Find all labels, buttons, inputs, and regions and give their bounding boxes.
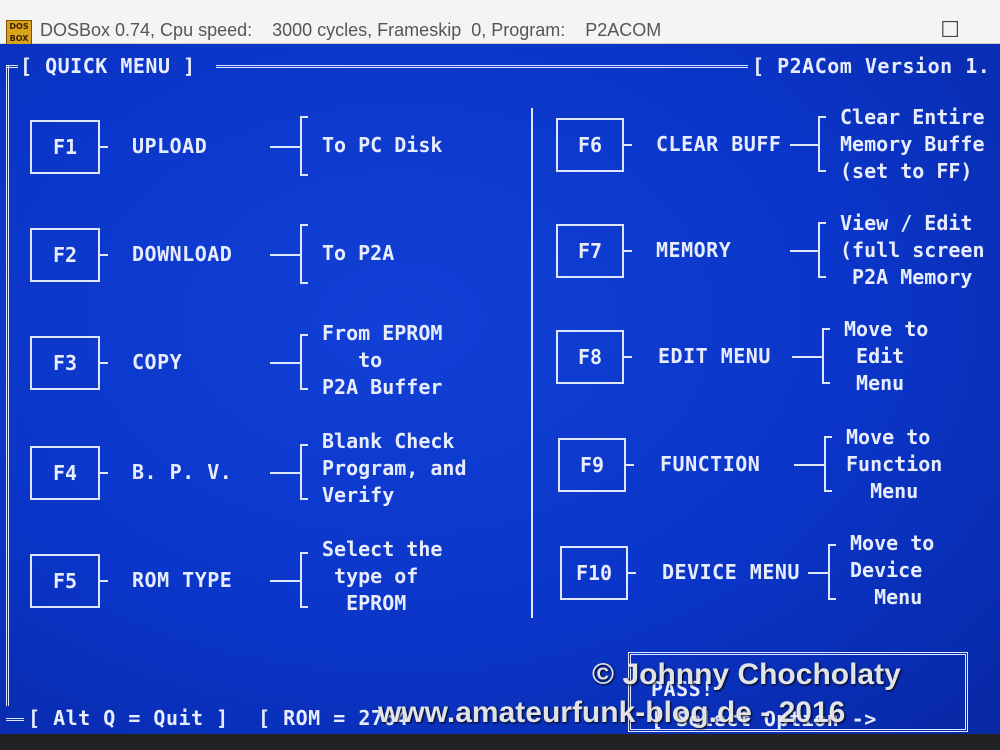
f7-connector [790,250,818,252]
version-label: [ P2ACom Version 1. [752,54,991,78]
f9-desc: Move to Function Menu [846,425,943,503]
f4-key[interactable]: F4 [30,446,100,500]
photo-bottom-strip [0,734,1000,750]
dosbox-app-icon: DOS BOX [6,20,32,46]
f4-connector [270,472,300,474]
f3-desc: From EPROM to P2A Buffer [322,321,443,399]
status-box: PASS! [ Select Option -> [628,652,968,732]
f6-connector [790,144,818,146]
header-border-left [6,65,18,68]
select-option-prompt[interactable]: [ Select Option -> [651,707,877,731]
f7-label: MEMORY [656,238,732,262]
f4-bracket [300,444,308,500]
f3-tick [100,362,108,364]
center-divider [531,108,533,618]
header-border-mid [216,65,748,68]
f7-desc: View / Edit (full screen P2A Memory [840,211,985,289]
f8-key[interactable]: F8 [556,330,624,384]
f9-tick [626,464,634,466]
dos-screen: [ QUICK MENU ] [ P2ACom Version 1. F1 UP… [0,44,1000,734]
f8-connector [792,356,822,358]
f10-key[interactable]: F10 [560,546,628,600]
f3-connector [270,362,300,364]
f4-desc: Blank Check Program, and Verify [322,429,467,507]
f3-bracket [300,334,308,390]
f4-tick [100,472,108,474]
f10-connector [808,572,828,574]
f9-key[interactable]: F9 [558,438,626,492]
f6-bracket [818,116,826,172]
f8-bracket [822,328,830,384]
url-watermark: www.amateurfunk-blog.de - 2016 [378,696,846,729]
f2-label: DOWNLOAD [132,242,233,266]
f9-connector [794,464,824,466]
f3-label: COPY [132,350,183,374]
f6-desc: Clear Entire Memory Buffe (set to FF) [840,105,985,183]
f6-key[interactable]: F6 [556,118,624,172]
f6-tick [624,144,632,146]
f2-connector [270,254,300,256]
rom-type-indicator: [ ROM = 2764 [258,706,409,730]
f5-connector [270,580,300,582]
f10-tick [628,572,636,574]
quit-hint[interactable]: [ Alt Q = Quit ] [28,706,229,730]
f2-desc: To P2A [322,241,395,265]
maximize-icon[interactable]: ☐ [940,18,960,43]
f2-key[interactable]: F2 [30,228,100,282]
f10-desc: Move to Device Menu [850,531,935,609]
copyright-watermark: © Johnny Chocholaty [592,658,901,691]
f9-bracket [824,436,832,492]
status-text: PASS! [651,677,714,701]
f6-label: CLEAR BUFF [656,132,782,156]
window-title: DOSBox 0.74, Cpu speed: 3000 cycles, Fra… [40,20,662,40]
f5-label: ROM TYPE [132,568,233,592]
f8-desc: Move to Edit Menu [844,317,929,395]
f8-tick [624,356,632,358]
quick-menu-title: [ QUICK MENU ] [20,54,196,78]
dosbox-titlebar: DOS BOX DOSBox 0.74, Cpu speed: 3000 cyc… [0,0,1000,46]
f3-key[interactable]: F3 [30,336,100,390]
f1-bracket [300,116,308,176]
f1-desc: To PC Disk [322,133,443,157]
f7-key[interactable]: F7 [556,224,624,278]
f10-label: DEVICE MENU [662,560,800,584]
f10-bracket [828,544,836,600]
f8-label: EDIT MENU [658,344,771,368]
f7-bracket [818,222,826,278]
f5-bracket [300,552,308,608]
f9-label: FUNCTION [660,452,761,476]
f5-desc: Select the type of EPROM [322,537,443,615]
f5-key[interactable]: F5 [30,554,100,608]
f2-tick [100,254,108,256]
f1-key[interactable]: F1 [30,120,100,174]
f4-label: B. P. V. [132,460,233,484]
f1-tick [100,146,108,148]
f2-bracket [300,224,308,284]
left-border [6,66,9,706]
f1-label: UPLOAD [132,134,208,158]
f5-tick [100,580,108,582]
f1-connector [270,146,300,148]
footer-border-left [6,718,24,721]
f7-tick [624,250,632,252]
